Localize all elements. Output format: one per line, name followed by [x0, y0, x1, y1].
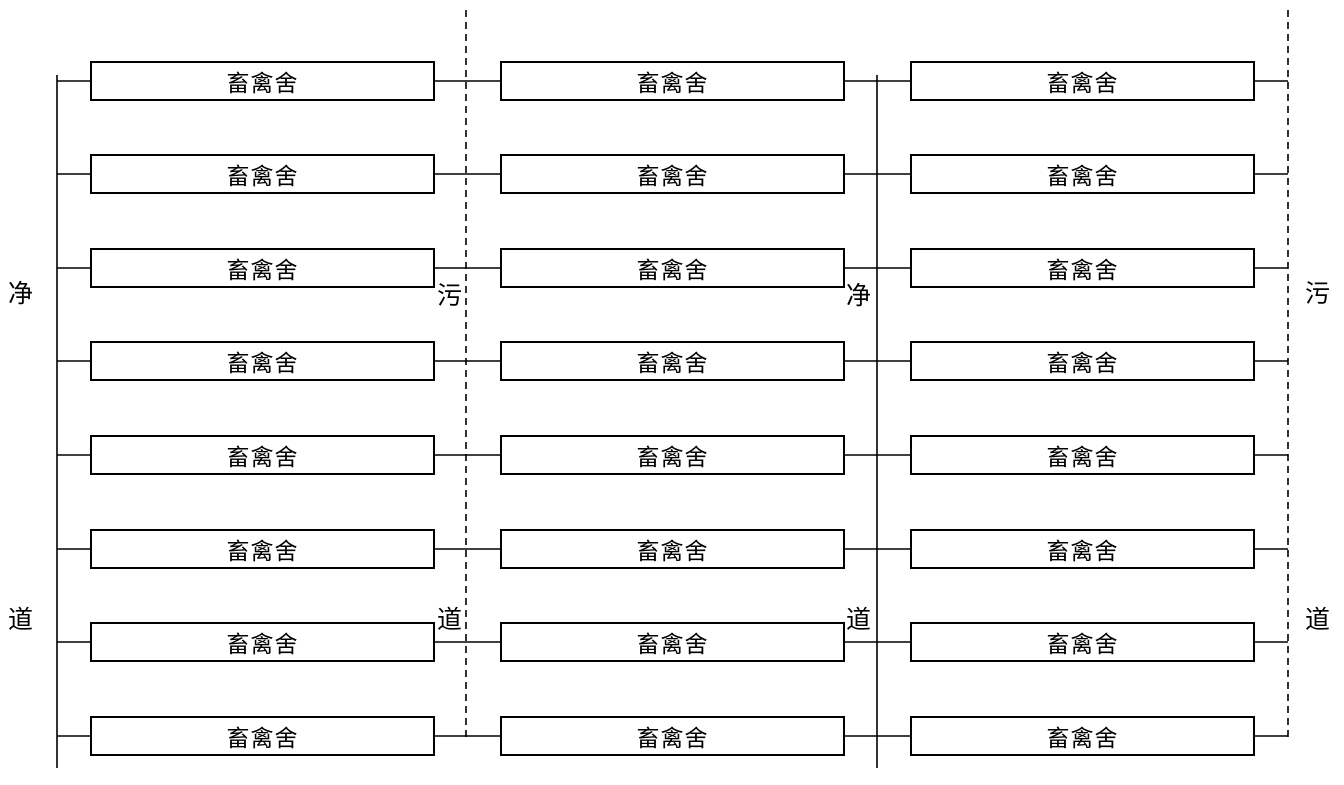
- clean-road-1-char-2: 道: [8, 605, 34, 634]
- livestock-house-c2-r7: 畜禽舍: [500, 622, 845, 662]
- livestock-house-c1-r6: 畜禽舍: [90, 529, 435, 569]
- livestock-house-c1-r2: 畜禽舍: [90, 154, 435, 194]
- clean-road-1-char-1: 净: [8, 279, 34, 308]
- livestock-house-c1-r7: 畜禽舍: [90, 622, 435, 662]
- livestock-house-c2-r6: 畜禽舍: [500, 529, 845, 569]
- livestock-house-c1-r1: 畜禽舍: [90, 61, 435, 101]
- livestock-house-c1-r4: 畜禽舍: [90, 341, 435, 381]
- clean-road-2-char-2: 道: [846, 605, 872, 634]
- clean-road-2-char-1: 净: [846, 281, 872, 310]
- livestock-house-c2-r1: 畜禽舍: [500, 61, 845, 101]
- livestock-house-c3-r3: 畜禽舍: [910, 248, 1255, 288]
- livestock-house-c3-r8: 畜禽舍: [910, 716, 1255, 756]
- livestock-house-c1-r8: 畜禽舍: [90, 716, 435, 756]
- livestock-house-c1-r3: 畜禽舍: [90, 248, 435, 288]
- dirty-road-2-char-1: 污: [1305, 279, 1331, 308]
- dirty-road-2-char-2: 道: [1305, 605, 1331, 634]
- livestock-house-c3-r1: 畜禽舍: [910, 61, 1255, 101]
- livestock-house-c3-r6: 畜禽舍: [910, 529, 1255, 569]
- livestock-house-c2-r8: 畜禽舍: [500, 716, 845, 756]
- dirty-road-1-char-2: 道: [437, 605, 463, 634]
- dirty-road-1-char-1: 污: [437, 281, 463, 310]
- livestock-house-c2-r5: 畜禽舍: [500, 435, 845, 475]
- livestock-house-c2-r4: 畜禽舍: [500, 341, 845, 381]
- livestock-house-c3-r4: 畜禽舍: [910, 341, 1255, 381]
- livestock-house-c2-r2: 畜禽舍: [500, 154, 845, 194]
- livestock-house-c2-r3: 畜禽舍: [500, 248, 845, 288]
- livestock-house-c3-r5: 畜禽舍: [910, 435, 1255, 475]
- livestock-house-c1-r5: 畜禽舍: [90, 435, 435, 475]
- livestock-house-c3-r2: 畜禽舍: [910, 154, 1255, 194]
- livestock-house-c3-r7: 畜禽舍: [910, 622, 1255, 662]
